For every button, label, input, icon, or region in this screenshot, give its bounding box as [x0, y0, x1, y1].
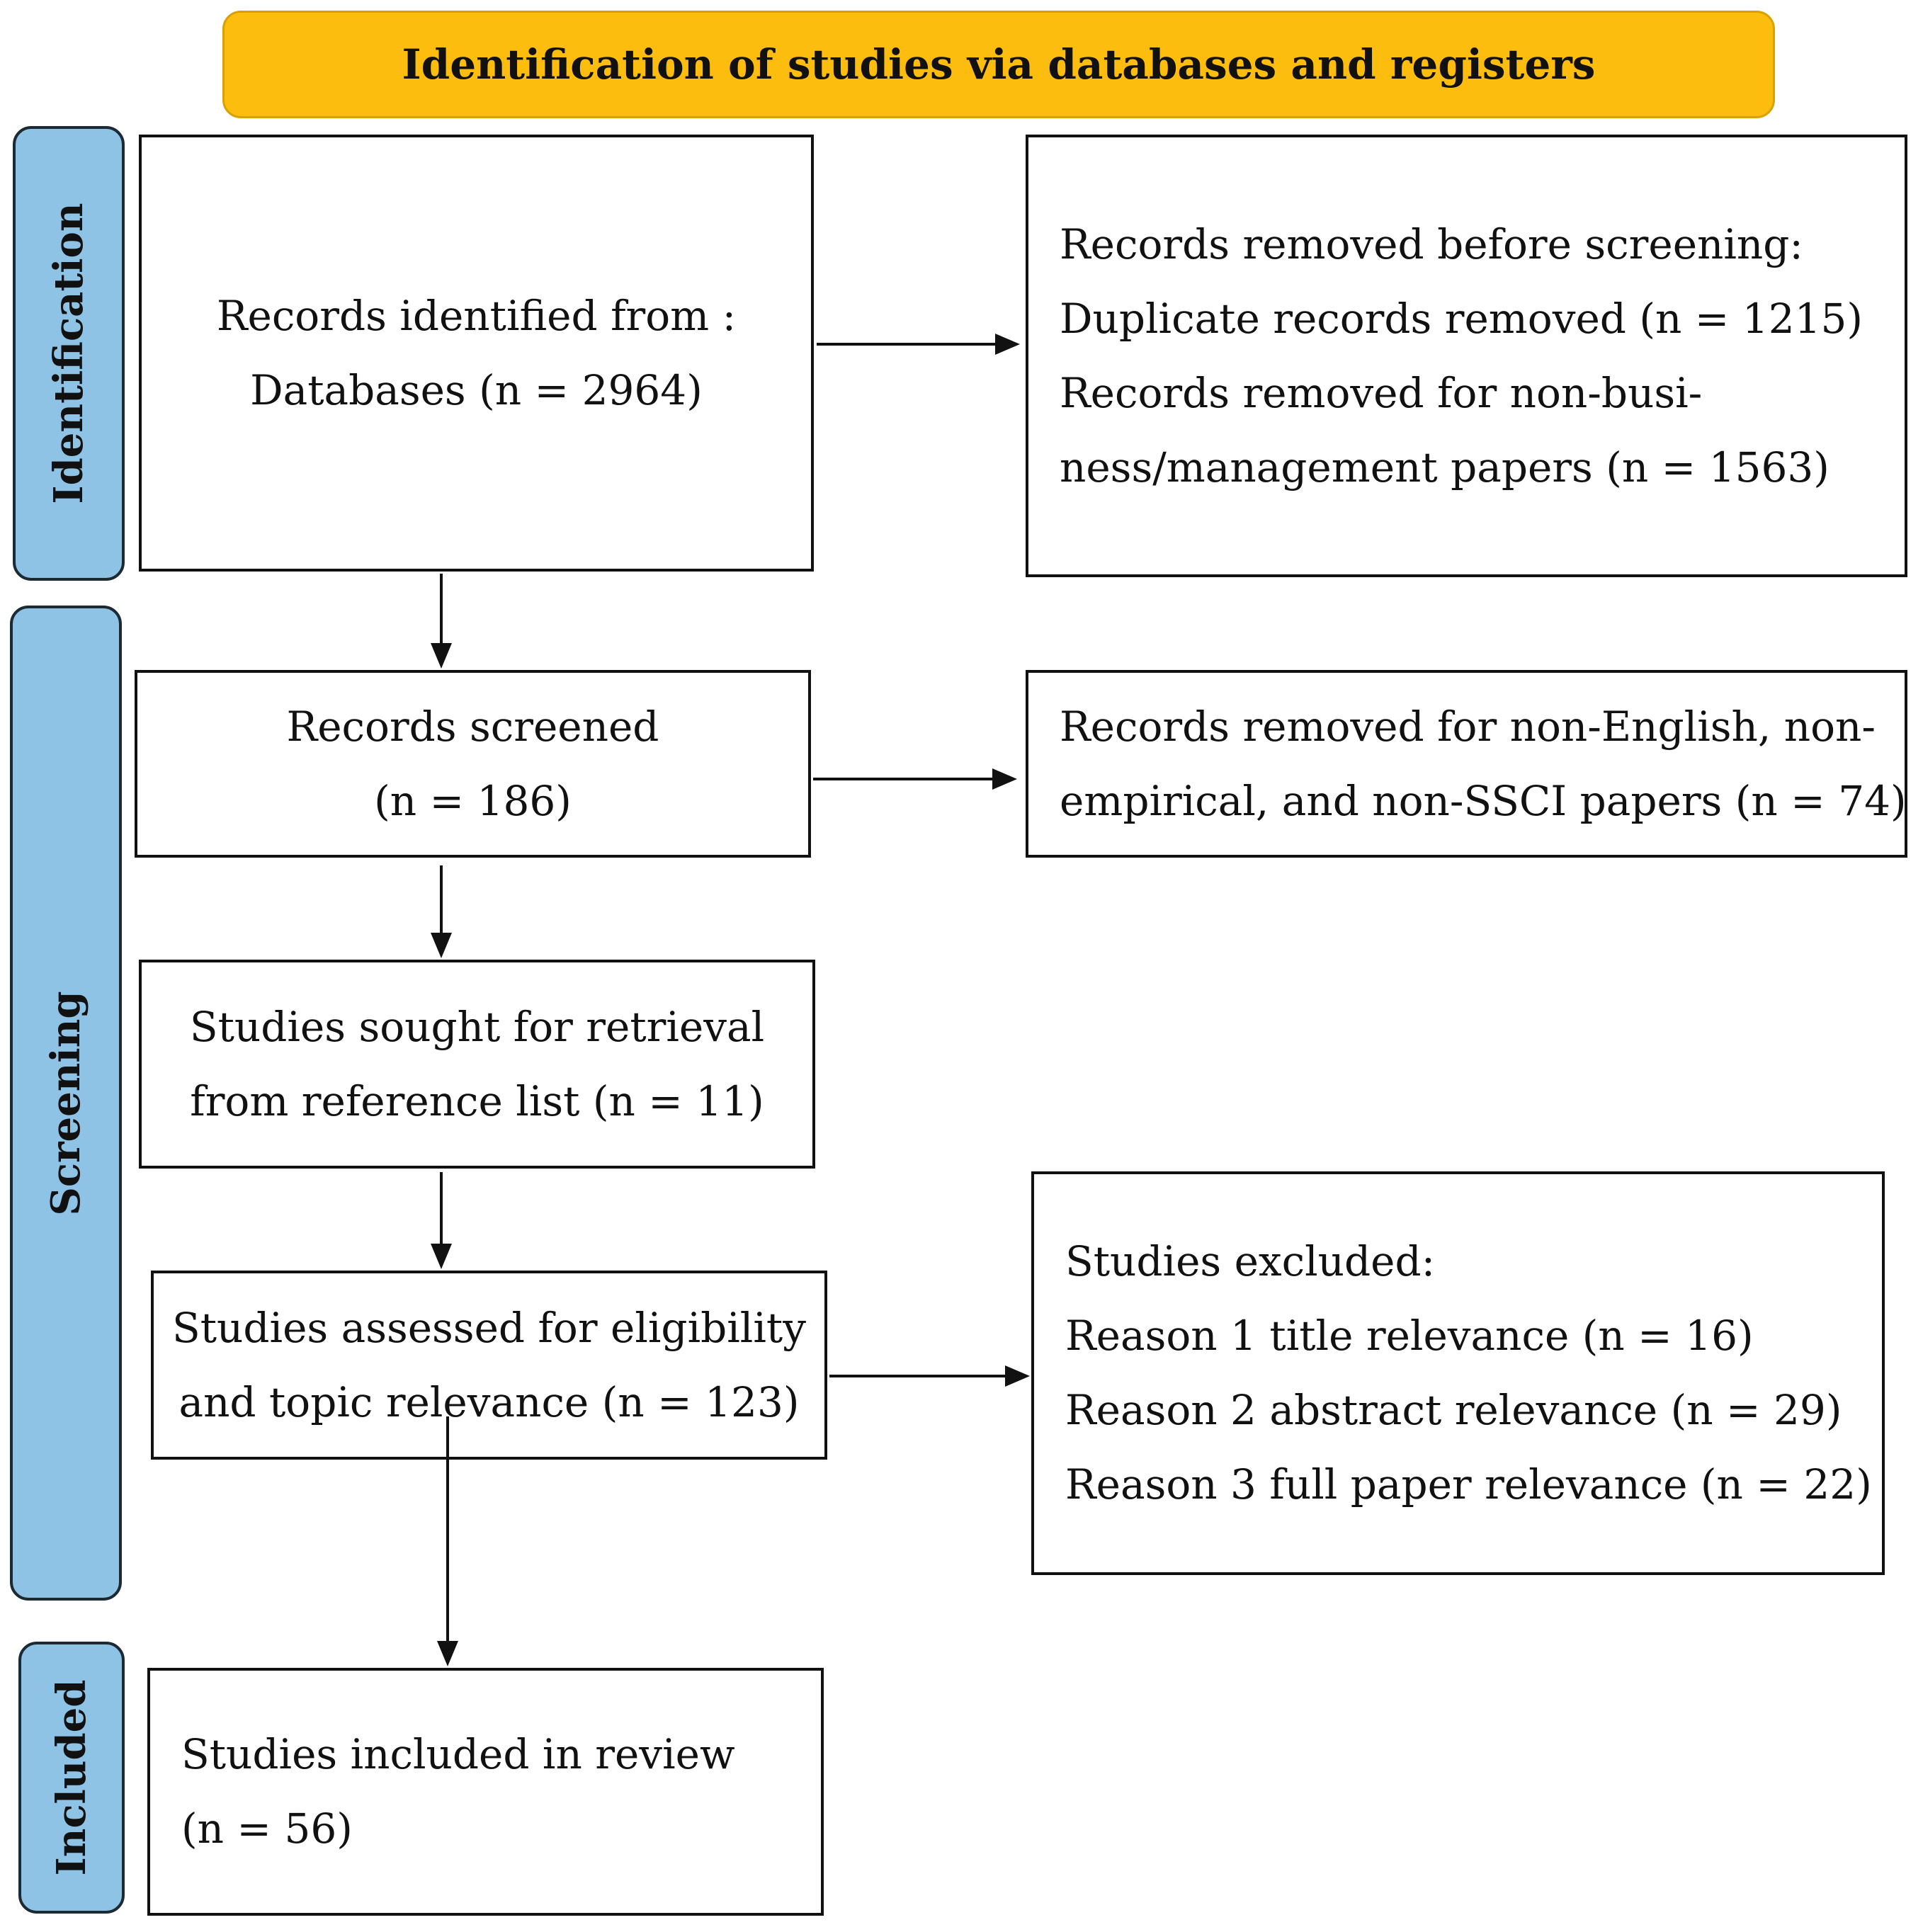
records-removed-before-line-1: Records removed before screening:: [1060, 220, 1803, 268]
arrowhead-6: [1005, 1365, 1030, 1387]
arrowhead-1: [995, 334, 1020, 355]
studies-excluded-line-4: Reason 3 full paper relevance (n = 22): [1065, 1460, 1872, 1508]
records-identified-line-2: Databases (n = 2964): [250, 365, 703, 414]
records-removed-before-line-2: Duplicate records removed (n = 1215): [1060, 294, 1864, 343]
studies-excluded-line-3: Reason 2 abstract relevance (n = 29): [1065, 1386, 1842, 1434]
records-screened-line-2: (n = 186): [374, 776, 572, 825]
phase-identification: Identification: [13, 126, 125, 581]
studies-sought-box: Studies sought for retrieval from refere…: [139, 960, 815, 1169]
arrowhead-5: [431, 1244, 452, 1269]
records-screened-box: Records screened (n = 186): [135, 670, 811, 858]
studies-assessed-line-2: and topic relevance (n = 123): [178, 1377, 800, 1426]
records-identified-line-1: Records identified from :: [216, 291, 737, 340]
arrowhead-2: [431, 643, 452, 669]
studies-included-line-1: Studies included in review: [181, 1730, 735, 1778]
records-removed-nonenglish-line-1: Records removed for non-English, non-: [1060, 702, 1876, 751]
studies-included-box: Studies included in review (n = 56): [147, 1668, 824, 1916]
arrowhead-7: [437, 1641, 458, 1666]
records-removed-nonenglish-line-2: empirical, and non-SSCI papers (n = 74): [1060, 776, 1907, 825]
studies-excluded-line-1: Studies excluded:: [1065, 1237, 1436, 1285]
records-removed-nonenglish-box: Records removed for non-English, non- em…: [1026, 670, 1907, 858]
studies-sought-line-1: Studies sought for retrieval: [189, 1002, 765, 1051]
studies-excluded-line-2: Reason 1 title relevance (n = 16): [1065, 1312, 1754, 1360]
records-removed-before-line-3: Records removed for non-busi-: [1060, 368, 1703, 417]
diagram-title-banner: Identification of studies via databases …: [222, 11, 1775, 118]
studies-included-line-2: (n = 56): [181, 1805, 353, 1853]
arrowhead-3: [992, 768, 1017, 790]
records-removed-before-line-4: ness/management papers (n = 1563): [1060, 443, 1830, 491]
studies-excluded-box: Studies excluded: Reason 1 title relevan…: [1031, 1171, 1885, 1575]
phase-screening: Screening: [10, 606, 122, 1601]
records-removed-before-box: Records removed before screening: Duplic…: [1026, 135, 1907, 577]
records-identified-box: Records identified from : Databases (n =…: [139, 135, 814, 572]
studies-sought-line-2: from reference list (n = 11): [190, 1076, 764, 1125]
studies-assessed-box: Studies assessed for eligibility and top…: [151, 1271, 827, 1460]
arrowhead-4: [431, 933, 452, 958]
phase-included: Included: [18, 1642, 125, 1914]
records-screened-line-1: Records screened: [286, 702, 659, 751]
studies-assessed-line-1: Studies assessed for eligibility: [172, 1303, 806, 1352]
